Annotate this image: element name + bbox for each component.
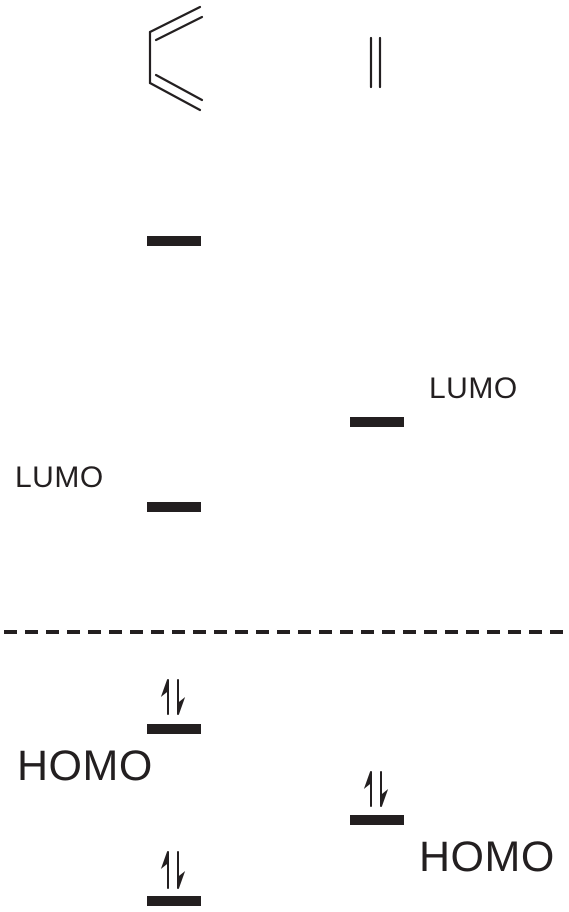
electron-pair-arrows-icon (160, 679, 186, 715)
diene-level-psi4 (147, 236, 201, 246)
butadiene-structure (148, 5, 204, 112)
dienophile-lumo-level (350, 417, 404, 427)
electron-pair-arrows-icon (160, 851, 186, 889)
ethylene-structure (369, 36, 382, 89)
diene-level-psi1 (147, 896, 201, 906)
diene-lumo-label: LUMO (15, 461, 104, 494)
diene-homo-label: HOMO (17, 742, 153, 790)
dienophile-lumo-label: LUMO (429, 372, 518, 405)
dienophile-homo-label: HOMO (419, 833, 555, 881)
diene-homo-level (147, 724, 201, 734)
diene-lumo-level (147, 502, 201, 512)
electron-pair-arrows-icon (363, 771, 389, 807)
dienophile-homo-level (350, 815, 404, 825)
